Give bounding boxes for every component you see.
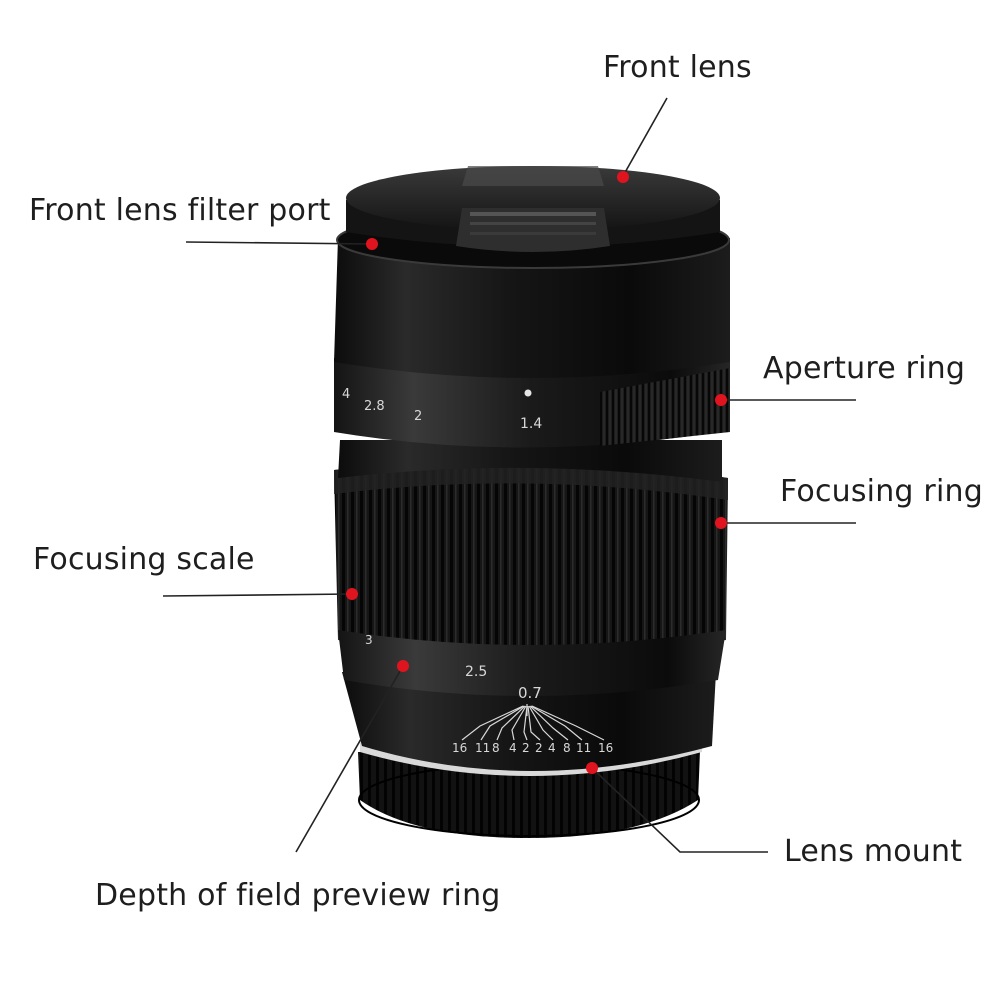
dof-mark-1: 11: [475, 741, 490, 755]
leader-front-lens: [622, 97, 668, 177]
label-aperture-ring: Aperture ring: [763, 351, 966, 386]
marker-focusing-scale: [346, 588, 358, 600]
dof-ring-section: [342, 672, 716, 771]
dof-mark-3: 4: [509, 741, 517, 755]
dof-mark-0: 16: [452, 741, 467, 755]
dof-mark-6: 4: [548, 741, 556, 755]
dof-mark-7: 8: [563, 741, 571, 755]
marker-aperture-ring: [715, 394, 727, 406]
focus-scale: 3 2.5 0.7: [365, 633, 542, 702]
aperture-mark-2: 2: [414, 409, 422, 424]
dof-mark-2: 8: [492, 741, 500, 755]
label-dof-ring: Depth of field preview ring: [95, 878, 501, 913]
upper-barrel: [334, 238, 730, 378]
label-front-lens: Front lens: [603, 50, 752, 85]
aperture-mark-1: 2.8: [364, 399, 385, 414]
rear-mount: [358, 752, 700, 838]
aperture-knurl: [600, 368, 730, 446]
lens-body: [334, 166, 730, 838]
dof-mark-5: 2: [535, 741, 543, 755]
dof-mark-9: 16: [598, 741, 613, 755]
focus-scale-section: [338, 630, 726, 696]
marker-filter-port: [366, 238, 378, 250]
label-focusing-scale: Focusing scale: [33, 542, 255, 577]
leader-lens-mount: [591, 767, 768, 853]
leader-focusing-scale: [162, 593, 353, 597]
mid-barrel: [338, 440, 722, 482]
dof-scale: 16 11 8 4 2 2 4 8 11 16: [452, 704, 613, 755]
focusing-ring-body: [334, 459, 728, 654]
label-lens-mount: Lens mount: [784, 834, 963, 869]
aperture-mark-3: 1.4: [520, 416, 542, 432]
markers: [346, 171, 727, 774]
marker-dof-ring: [397, 660, 409, 672]
label-filter-port: Front lens filter port: [29, 193, 331, 228]
silver-ring: [360, 742, 702, 776]
aperture-mark-0: 4: [342, 387, 350, 402]
marker-front-lens: [617, 171, 629, 183]
focus-mark-1: 2.5: [465, 664, 487, 680]
dof-mark-4: 2: [522, 741, 530, 755]
aperture-index-dot: [524, 389, 532, 397]
marker-lens-mount: [586, 762, 598, 774]
leader-lines: [162, 97, 856, 853]
aperture-scale: 4 2.8 2 1.4: [342, 387, 542, 432]
focus-mark-0: 3: [365, 633, 373, 647]
leader-dof-ring: [295, 665, 404, 853]
focus-mark-2: 0.7: [518, 684, 542, 702]
label-focusing-ring: Focusing ring: [780, 474, 983, 509]
leader-filter-port: [185, 241, 373, 245]
dof-mark-8: 11: [576, 741, 591, 755]
marker-focusing-ring: [715, 517, 727, 529]
lens-cap-top: [346, 166, 720, 230]
